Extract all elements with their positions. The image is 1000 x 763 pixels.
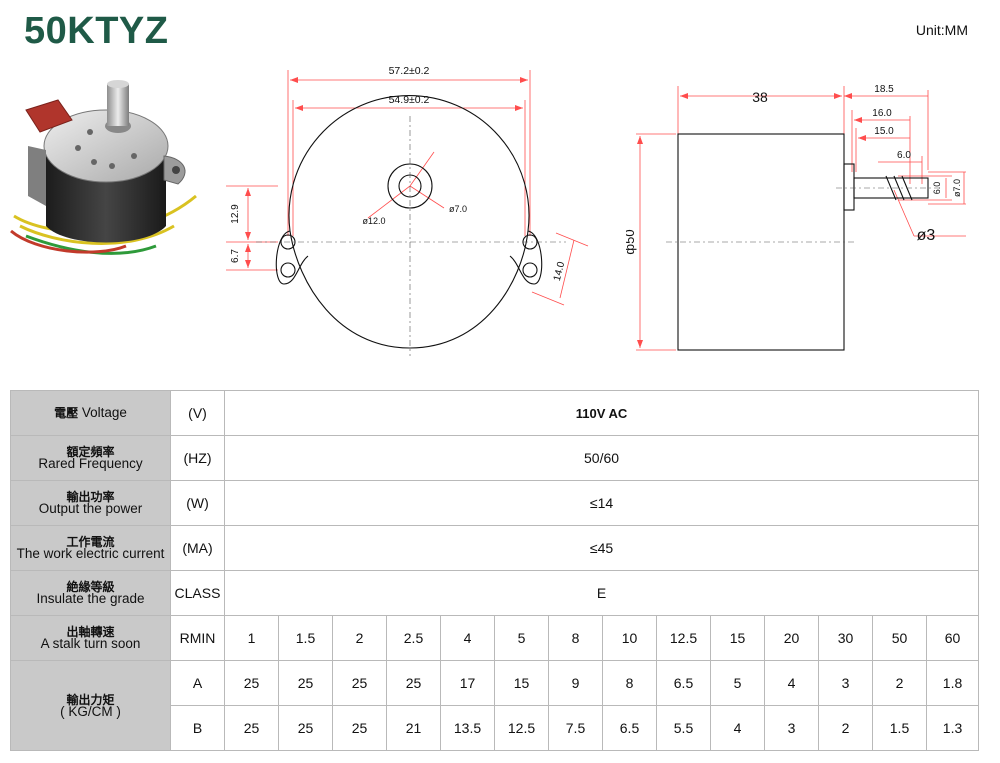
speed-cell: 15 <box>710 615 765 661</box>
speed-cell: 12.5 <box>656 615 711 661</box>
param-voltage: 電壓 Voltage <box>10 390 171 436</box>
speed-cell: 4 <box>440 615 495 661</box>
torque-a-cell: 25 <box>386 660 441 706</box>
torque-a-cell: 5 <box>710 660 765 706</box>
speed-cell: 2.5 <box>386 615 441 661</box>
torque-a-cell: 25 <box>224 660 279 706</box>
speed-cell: 30 <box>818 615 873 661</box>
front-view-drawing: 57.2±0.2 54.9±0.2 12.9 6.7 14.0 ø12.0 ø7… <box>226 65 589 356</box>
value-voltage: 110V AC <box>223 390 980 436</box>
dim-right: 14.0 <box>552 260 567 282</box>
torque-a-cell: 3 <box>818 660 873 706</box>
param-torque: 輸出力矩( KG/CM ) <box>10 660 171 751</box>
dim-left-upper: 12.9 <box>230 204 241 224</box>
torque-b-cell: 25 <box>332 705 387 751</box>
speed-cell: 8 <box>548 615 603 661</box>
unit-speed: RMIN <box>170 615 225 661</box>
torque-b-cell: 13.5 <box>440 705 495 751</box>
torque-b-cell: 6.5 <box>602 705 657 751</box>
torque-b-cell: 21 <box>386 705 441 751</box>
table-row: B 25 25 25 21 13.5 12.5 7.5 6.5 5.5 4 3 … <box>11 705 980 751</box>
torque-b-cell: 2 <box>818 705 873 751</box>
torque-a-cell: 17 <box>440 660 495 706</box>
unit-frequency: (HZ) <box>170 435 225 481</box>
torque-b-label: B <box>170 705 225 751</box>
speed-cell: 10 <box>602 615 657 661</box>
torque-a-cell: 8 <box>602 660 657 706</box>
dim-left-lower: 6.7 <box>230 249 241 263</box>
unit-power: (W) <box>170 480 225 526</box>
value-power: ≤14 <box>223 480 980 526</box>
dim-hub-dia: ø12.0 <box>362 216 385 226</box>
torque-b-cell: 12.5 <box>494 705 549 751</box>
speed-cell: 1.5 <box>278 615 333 661</box>
dim-15: 15.0 <box>874 126 894 137</box>
dim-outer-width: 57.2±0.2 <box>389 65 430 77</box>
torque-a-cell: 4 <box>764 660 819 706</box>
dim-body-length: 38 <box>752 89 768 105</box>
torque-a-cell: 9 <box>548 660 603 706</box>
value-insulation: E <box>223 570 980 616</box>
dim-inner-width: 54.9±0.2 <box>389 94 430 106</box>
table-row: 輸出力矩( KG/CM ) A 25 25 25 25 17 15 9 8 6.… <box>10 660 980 751</box>
torque-a-cell: 25 <box>332 660 387 706</box>
dim-shaft: ø7.0 <box>952 179 962 197</box>
value-current: ≤45 <box>223 525 980 571</box>
dim-hole: ø3 <box>917 227 936 244</box>
dim-16: 16.0 <box>872 108 892 119</box>
speed-cell: 2 <box>332 615 387 661</box>
speed-cell: 20 <box>764 615 819 661</box>
unit-label: Unit:MM <box>915 22 968 38</box>
dim-6: 6.0 <box>897 150 911 161</box>
torque-b-cell: 1.5 <box>872 705 927 751</box>
torque-b-cell: 25 <box>278 705 333 751</box>
speed-cell: 1 <box>224 615 279 661</box>
torque-a-label: A <box>170 660 225 706</box>
speed-cell: 50 <box>872 615 927 661</box>
torque-b-cell: 25 <box>224 705 279 751</box>
torque-a-cell: 6.5 <box>656 660 711 706</box>
speed-cell: 60 <box>925 615 980 661</box>
torque-b-cell: 5.5 <box>656 705 711 751</box>
table-row: 電壓 Voltage (V) 110V AC <box>10 390 980 436</box>
value-frequency: 50/60 <box>223 435 980 481</box>
dim-flat: 6.0 <box>932 182 942 195</box>
torque-a-cell: 25 <box>278 660 333 706</box>
torque-b-cell: 3 <box>764 705 819 751</box>
side-view-drawing: 38 18.5 16.0 15.0 6.0 6.0 ø7.0 ф50 ø3 <box>626 84 966 351</box>
unit-voltage: (V) <box>170 390 225 436</box>
torque-b-cell: 4 <box>710 705 765 751</box>
model-title: 50KTYZ <box>24 10 169 52</box>
unit-insulation: CLASS <box>170 570 225 616</box>
torque-b-cell: 7.5 <box>548 705 603 751</box>
torque-a-cell: 15 <box>494 660 549 706</box>
speed-cell: 5 <box>494 615 549 661</box>
torque-a-cell: 2 <box>872 660 927 706</box>
torque-b-cell: 1.3 <box>925 705 980 751</box>
dim-body-dia: ф50 <box>626 229 637 254</box>
torque-a-cell: 1.8 <box>925 660 980 706</box>
dim-total: 18.5 <box>874 84 894 95</box>
motor-photo <box>10 80 197 255</box>
unit-current: (MA) <box>170 525 225 571</box>
dim-bore-dia: ø7.0 <box>449 204 467 214</box>
